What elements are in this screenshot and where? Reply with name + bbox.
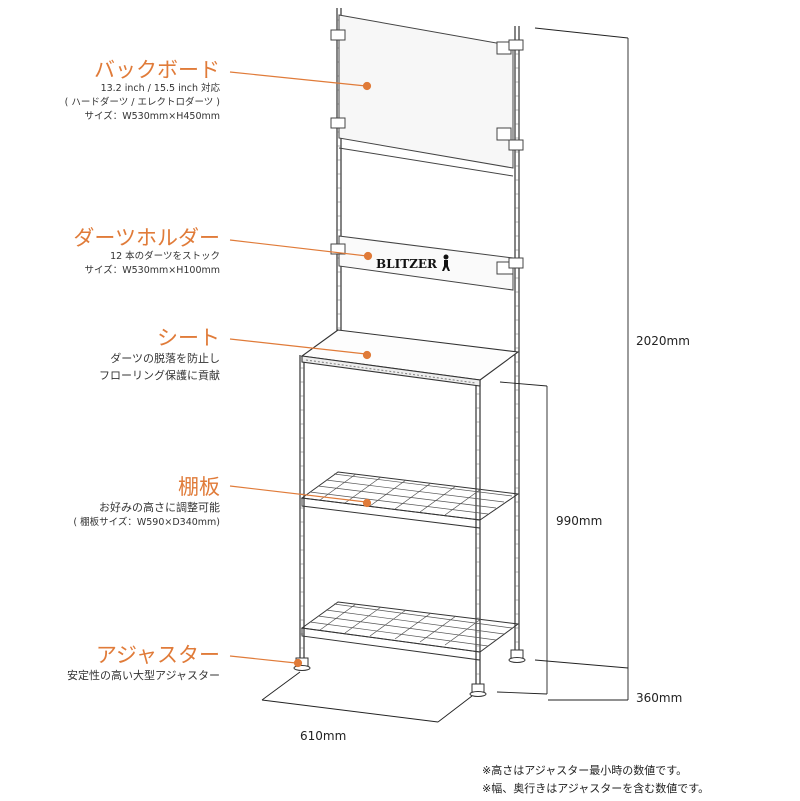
dimension-depth: 360mm (636, 691, 683, 705)
darts-holder-panel (330, 235, 524, 291)
label-seat-line-1: ダーツの脱落を防止し (110, 352, 220, 365)
wire-shelf-middle (300, 471, 520, 529)
label-shelf-title: 棚板 (178, 475, 220, 499)
label-backboard-title: バックボード (94, 58, 220, 82)
dimension-height-total: 2020mm (636, 334, 690, 348)
label-adjuster-title: アジャスター (95, 643, 220, 667)
leader-lines (229, 71, 373, 668)
label-holder-line-2: サイズ：W530mm×H100mm (84, 265, 221, 276)
label-seat-line-2: フローリング保護に貢献 (99, 369, 220, 382)
seat-shelf (300, 329, 520, 387)
footnotes: ※高さはアジャスター最小時の数値です。 ※幅、奥行きはアジャスターを含む数値です… (482, 762, 709, 798)
dimension-height-shelf: 990mm (556, 514, 603, 528)
label-backboard-line-2: ( ハードダーツ / エレクトロダーツ ) (64, 97, 220, 108)
backboard-panel (330, 14, 524, 177)
dart-player-icon (442, 254, 450, 271)
label-seat-title: シート (157, 326, 220, 350)
label-backboard-line-3: サイズ：W530mm×H450mm (84, 111, 221, 122)
wire-shelf-bottom (300, 601, 520, 661)
label-shelf: 棚板 お好みの高さに調整可能 ( 棚板サイズ：W590×D340mm) (73, 475, 220, 530)
label-backboard: バックボード 13.2 inch / 15.5 inch 対応 ( ハードダーツ… (65, 58, 220, 124)
label-holder-title: ダーツホルダー (73, 226, 220, 250)
footnote-2: ※幅、奥行きはアジャスターを含む数値です。 (482, 782, 710, 795)
dimension-width: 610mm (300, 729, 347, 743)
label-seat: シート ダーツの脱落を防止し フローリング保護に貢献 (99, 326, 220, 384)
footnote-1: ※高さはアジャスター最小時の数値です。 (482, 764, 688, 777)
label-holder-line-1: 12 本のダーツをストック (110, 251, 220, 262)
label-backboard-line-1: 13.2 inch / 15.5 inch 対応 (100, 83, 220, 94)
label-adjuster: アジャスター 安定性の高い大型アジャスター (67, 643, 220, 684)
label-holder: ダーツホルダー 12 本のダーツをストック サイズ：W530mm×H100mm (73, 226, 220, 278)
blitzer-logo-text: BLITZER (376, 257, 438, 271)
label-shelf-line-2: ( 棚板サイズ：W590×D340mm) (73, 517, 220, 528)
label-adjuster-line-1: 安定性の高い大型アジャスター (66, 669, 220, 682)
dimension-lines (261, 27, 629, 723)
label-shelf-line-1: お好みの高さに調整可能 (99, 501, 220, 514)
adjuster-feet (293, 649, 526, 697)
